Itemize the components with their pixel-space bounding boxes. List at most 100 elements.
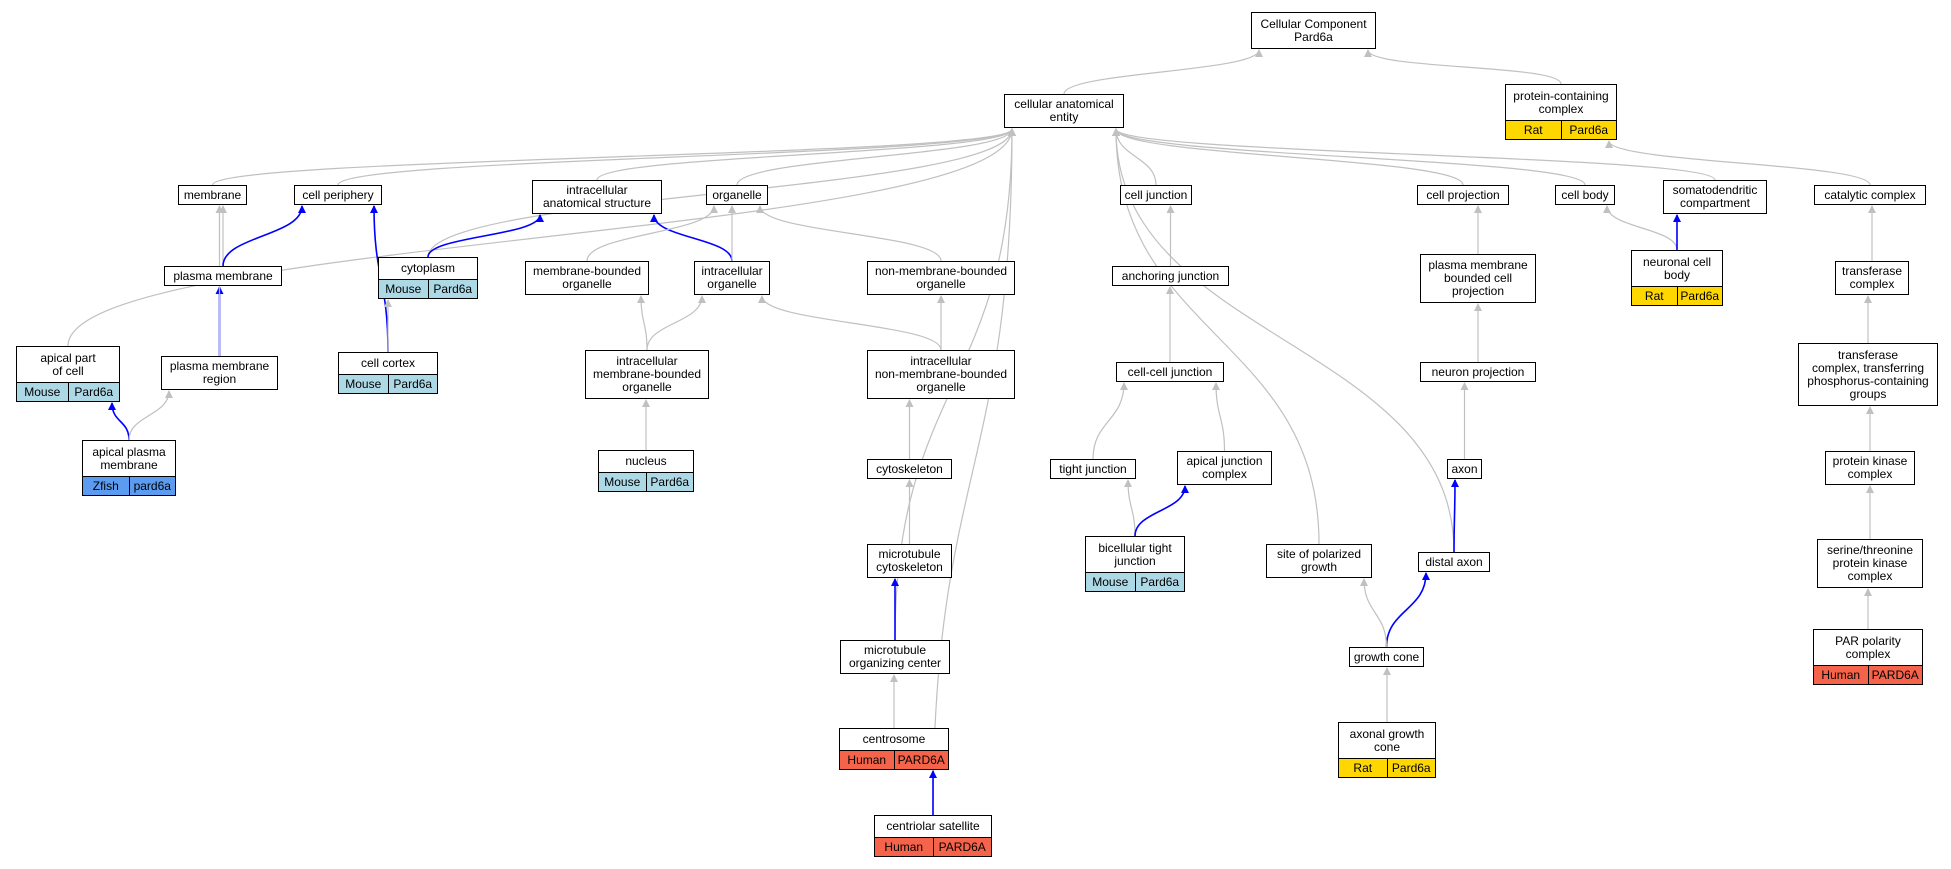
node-label: axon: [1451, 461, 1478, 476]
node-catalytic[interactable]: catalytic complex: [1814, 185, 1926, 205]
gene-label: Pard6a: [387, 375, 438, 393]
node-ias[interactable]: intracellular anatomical structure: [532, 180, 662, 214]
node-growth-cone[interactable]: growth cone: [1349, 647, 1424, 667]
node-label: cell-cell junction: [1127, 364, 1213, 379]
node-label: plasma membrane: [173, 268, 273, 283]
node-mt-cyto[interactable]: microtubule cytoskeleton: [867, 544, 952, 578]
edge-cell-body-to-cae: [1112, 128, 1586, 186]
node-pmr[interactable]: plasma membrane region: [161, 356, 278, 390]
node-neuron-proj[interactable]: neuron projection: [1420, 362, 1536, 382]
species-label: Mouse: [385, 281, 422, 296]
node-mbo[interactable]: membrane-bounded organelle: [525, 261, 649, 295]
node-plasma-membrane[interactable]: plasma membrane: [164, 266, 282, 286]
species-label: Human: [1821, 667, 1861, 682]
node-label: cell junction: [1124, 187, 1188, 202]
node-tctp[interactable]: transferase complex, transferring phosph…: [1798, 343, 1938, 406]
edge-apm-to-apical-part: [108, 402, 130, 441]
gene-label: PARD6A: [893, 751, 949, 769]
node-stpkc[interactable]: serine/threonine protein kinase complex: [1817, 539, 1923, 588]
node-label: protein-containing complex: [1513, 88, 1609, 116]
gene-label: PARD6A: [1867, 666, 1923, 684]
node-ccj[interactable]: cell-cell junction: [1116, 362, 1224, 382]
edge-membrane-to-cae: [211, 128, 1016, 186]
node-label: transferase complex: [1841, 264, 1903, 291]
node-cae[interactable]: cellular anatomical entity: [1004, 94, 1124, 128]
node-label: membrane: [183, 187, 242, 202]
node-label: PAR polarity complex: [1835, 633, 1901, 661]
gene-label: Pard6a: [67, 383, 120, 401]
node-label: cell projection: [1426, 187, 1500, 202]
node-transferase[interactable]: transferase complex: [1835, 261, 1909, 295]
node-somato[interactable]: somatodendritic compartment: [1663, 180, 1767, 214]
node-distal-axon[interactable]: distal axon: [1418, 552, 1490, 572]
edge-imbo-to-mbo: [637, 295, 648, 351]
node-spg[interactable]: site of polarized growth: [1266, 544, 1372, 578]
node-imbo[interactable]: intracellular membrane-bounded organelle: [585, 350, 709, 399]
node-inmbo[interactable]: intracellular non-membrane-bounded organ…: [867, 350, 1015, 399]
node-label: serine/threonine protein kinase complex: [1826, 543, 1914, 583]
node-anchoring[interactable]: anchoring junction: [1112, 266, 1229, 286]
edge-apm-to-pmr: [128, 390, 173, 441]
node-cell-projection[interactable]: cell projection: [1417, 185, 1509, 205]
species-label: Zfish: [92, 478, 119, 493]
node-nmbo[interactable]: non-membrane-bounded organelle: [867, 261, 1015, 295]
node-cytoskeleton[interactable]: cytoskeleton: [867, 459, 952, 479]
node-cell-periphery[interactable]: cell periphery: [294, 185, 382, 205]
node-label: apical plasma membrane: [92, 444, 166, 472]
gene-label: PARD6A: [932, 838, 992, 856]
edge-tight-to-ccj: [1092, 382, 1128, 460]
edge-cytoplasm-to-ias: [427, 214, 544, 258]
edge-plasma-membrane-to-cell-periphery: [222, 205, 306, 267]
node-label: cell body: [1561, 187, 1609, 202]
node-pkc[interactable]: protein kinase complex: [1825, 451, 1915, 485]
annotation-row: Mouse Pard6a: [339, 374, 437, 393]
node-label: intracellular non-membrane-bounded organ…: [874, 354, 1008, 394]
node-axon[interactable]: axon: [1447, 459, 1482, 479]
node-ajc[interactable]: apical junction complex: [1177, 451, 1272, 485]
node-label: Cellular Component Pard6a: [1260, 16, 1367, 44]
edge-growth-cone-to-distal-axon: [1385, 572, 1430, 648]
edge-ajc-to-ccj: [1212, 382, 1226, 452]
annotation-row: Mouse Pard6a: [379, 279, 477, 298]
gene-label: Pard6a: [427, 280, 478, 298]
node-label: growth cone: [1353, 649, 1420, 664]
node-label: bicellular tight junction: [1098, 540, 1172, 568]
node-organelle[interactable]: organelle: [706, 185, 768, 205]
edge-centriolar-to-cae: [932, 128, 1016, 816]
node-tight[interactable]: tight junction: [1050, 459, 1136, 479]
edge-cell-projection-to-cae: [1112, 128, 1464, 186]
node-label: tight junction: [1059, 461, 1127, 476]
node-label: intracellular anatomical structure: [542, 183, 652, 210]
node-cc[interactable]: Cellular Component Pard6a: [1251, 12, 1376, 49]
edge-io-to-ias: [650, 214, 733, 262]
node-cell-body[interactable]: cell body: [1555, 185, 1615, 205]
node-mtoc[interactable]: microtubule organizing center: [840, 640, 950, 674]
node-label: nucleus: [625, 454, 667, 468]
node-cell-junction[interactable]: cell junction: [1120, 185, 1192, 205]
node-label: somatodendritic compartment: [1672, 183, 1758, 210]
node-pmbcp[interactable]: plasma membrane bounded cell projection: [1420, 254, 1536, 303]
node-label: centrosome: [862, 732, 926, 746]
edge-distal-axon-to-axon: [1450, 479, 1459, 553]
species-label: Mouse: [1092, 574, 1129, 589]
species-label: Mouse: [345, 376, 382, 391]
node-membrane[interactable]: membrane: [178, 185, 247, 205]
edge-pcc-to-cc: [1364, 49, 1562, 85]
node-label: neuron projection: [1431, 364, 1525, 379]
node-io[interactable]: intracellular organelle: [694, 261, 770, 295]
edge-btj-to-ajc: [1134, 485, 1189, 537]
